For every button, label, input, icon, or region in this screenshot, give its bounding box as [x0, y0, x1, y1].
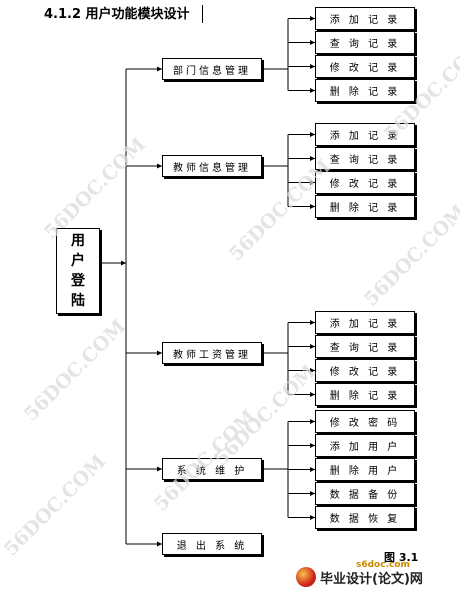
module-box: 教师工资管理: [162, 342, 262, 364]
function-box: 修 改 记 录: [315, 55, 415, 78]
root-node-user-login: 用 户 登 陆: [56, 228, 100, 314]
function-box: 查 询 记 录: [315, 147, 415, 170]
function-box: 添 加 用 户: [315, 434, 415, 457]
function-box: 查 询 记 录: [315, 31, 415, 54]
module-box: 系 统 维 护: [162, 458, 262, 480]
function-box: 数 据 备 份: [315, 482, 415, 505]
function-box: 添 加 记 录: [315, 123, 415, 146]
root-char: 户: [71, 253, 85, 269]
function-box: 添 加 记 录: [315, 311, 415, 334]
function-box: 删 除 记 录: [315, 79, 415, 102]
module-box: 部门信息管理: [162, 58, 262, 80]
root-char: 用: [71, 233, 85, 249]
site-url: s6doc.com: [356, 560, 410, 570]
root-char: 陆: [71, 293, 85, 309]
text-cursor: [202, 5, 203, 23]
footer-site-name: 毕业设计(论文)网: [320, 571, 423, 587]
function-box: 数 据 恢 复: [315, 506, 415, 529]
globe-logo-icon: [296, 567, 316, 587]
function-box: 修 改 记 录: [315, 359, 415, 382]
function-box: 删 除 记 录: [315, 195, 415, 218]
function-box: 添 加 记 录: [315, 7, 415, 30]
function-box: 修 改 记 录: [315, 171, 415, 194]
section-heading: 4.1.2 用户功能模块设计: [44, 7, 190, 22]
function-box: 修 改 密 码: [315, 410, 415, 433]
function-box: 查 询 记 录: [315, 335, 415, 358]
figure-caption: 图 3.1: [384, 551, 419, 564]
root-char: 登: [71, 273, 85, 289]
module-box: 退 出 系 统: [162, 533, 262, 555]
function-box: 删 除 用 户: [315, 458, 415, 481]
module-box: 教师信息管理: [162, 155, 262, 177]
footer-logo: 毕业设计(论文)网: [296, 567, 423, 587]
function-box: 删 除 记 录: [315, 383, 415, 406]
